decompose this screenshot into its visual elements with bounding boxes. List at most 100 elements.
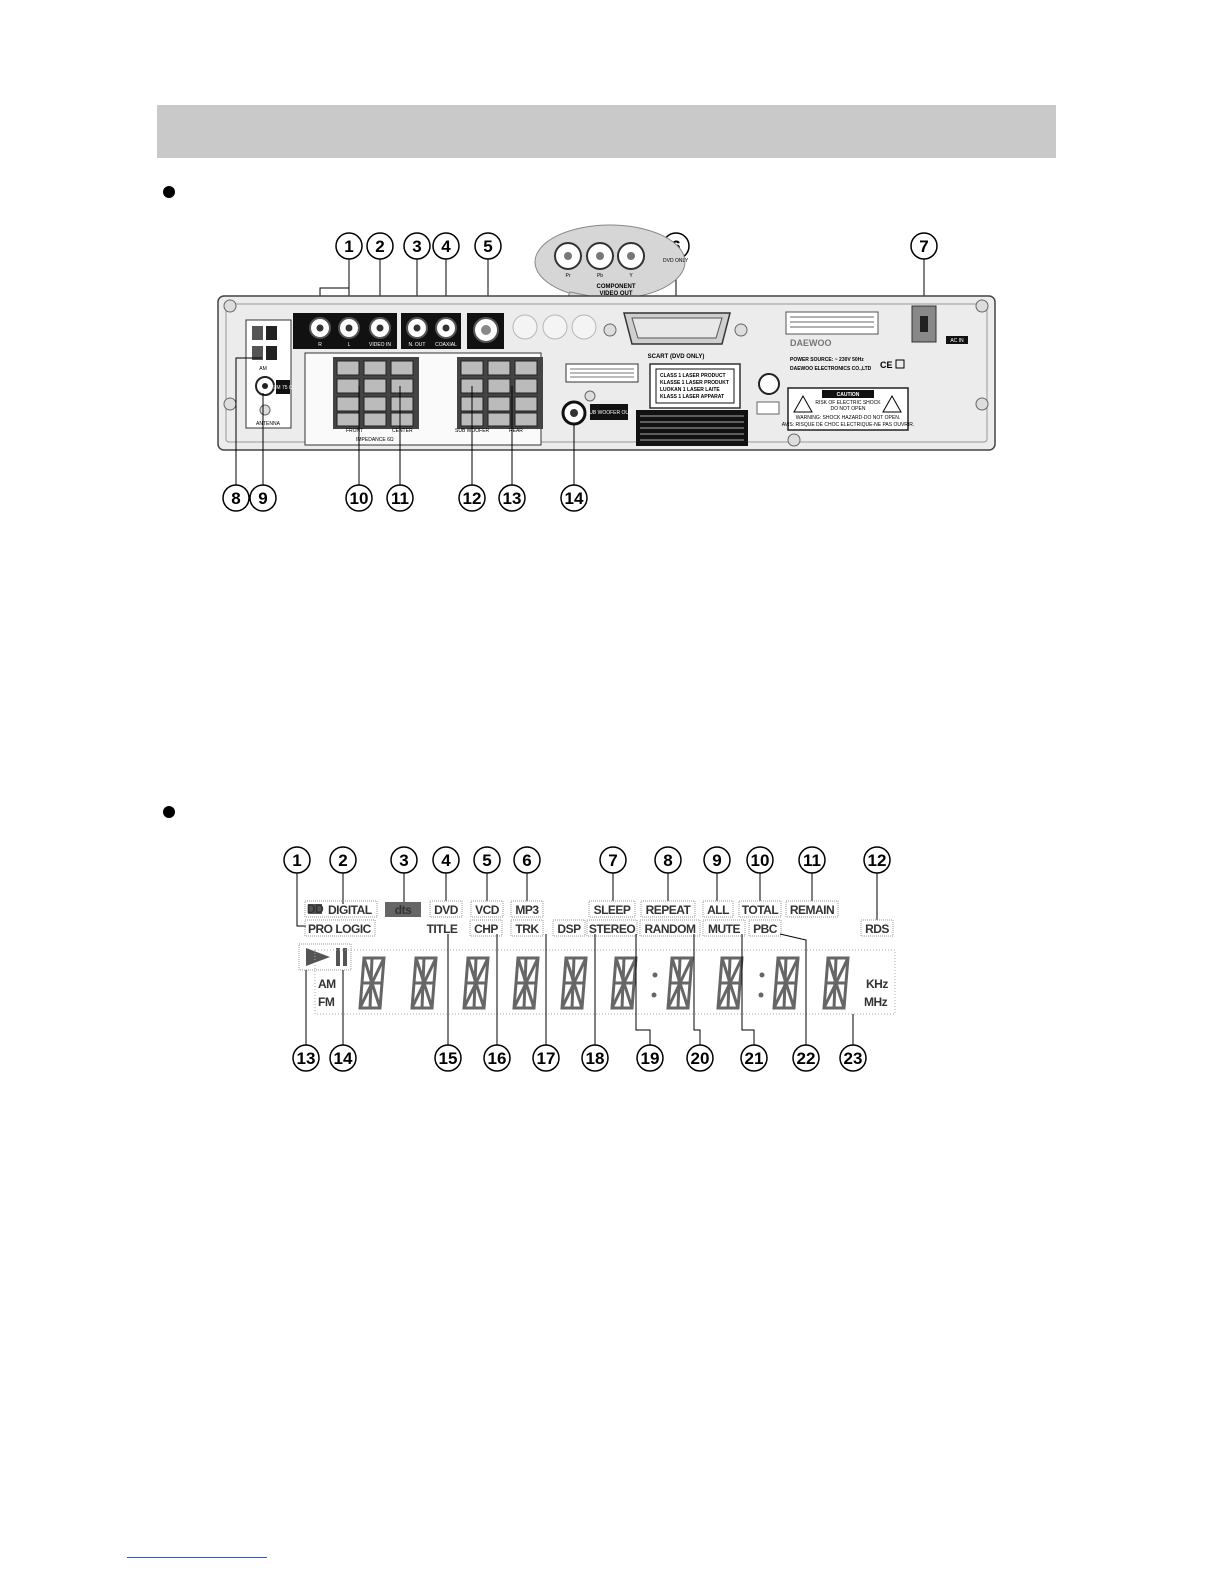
subwoofer-out-label: SUB WOOFER OUT (586, 410, 632, 416)
d-callout-1: 1 (292, 851, 301, 870)
digit-area-outline (314, 949, 896, 1015)
callout-14: 14 (565, 489, 584, 508)
indicator-chp: CHP (474, 922, 498, 936)
impedance-label: IMPEDANCE 6Ω (356, 437, 394, 443)
audio-l-label: L (348, 342, 351, 348)
rear-panel-diagram: 1 2 3 4 5 6 7 Pr Pb Y DVD ONLY COMPONENT… (217, 224, 996, 512)
indicator-trk: TRK (515, 922, 539, 936)
bullet-front-display (163, 806, 175, 818)
d-callout-23: 23 (844, 1049, 863, 1068)
indicator-digital: DIGITAL (328, 903, 372, 917)
rear-label: REAR (509, 428, 523, 434)
d-callout-7: 7 (608, 851, 617, 870)
digit-6 (610, 956, 638, 1010)
indicator-stereo: STEREO (589, 922, 636, 936)
digit-9 (772, 956, 800, 1010)
label-stickers: CLASS 1 LASER PRODUCT KLASSE 1 LASER PRO… (565, 363, 748, 446)
indicator-mute: MUTE (708, 922, 740, 936)
indicator-pro-logic: PRO LOGIC (308, 922, 372, 936)
speaker-terminal-block: FRONT CENTER IMPEDANCE 6Ω SUB WOOFER REA… (304, 352, 543, 446)
ac-power-inlet: AC IN (911, 305, 968, 344)
section-header-bar (157, 105, 1056, 158)
indicator-mp3: MP3 (515, 903, 539, 917)
audio-video-in-block: R L VIDEO IN (293, 313, 397, 349)
digit-7 (666, 956, 694, 1010)
laser-line-3: LUOKAN 1 LASER LAITE (660, 387, 720, 393)
warning-line-2: AVIS: RISQUE DE CHOC ELECTRIQUE-NE PAS O… (782, 422, 915, 428)
jack-y-label: Y (629, 273, 633, 279)
optical-out-label: N. OUT (409, 342, 426, 348)
segment-digits (358, 956, 850, 1010)
indicator-fm: FM (318, 995, 335, 1009)
audio-r-label: R (318, 342, 322, 348)
callout-8: 8 (231, 489, 240, 508)
jack-pr-label: Pr (566, 273, 571, 279)
rear-callouts-bottom: 8 9 10 11 12 13 14 (222, 484, 588, 512)
rating-label-area: DAEWOO POWER SOURCE: ~ 230V 50Hz DAEWOO … (756, 311, 915, 431)
indicator-total: TOTAL (742, 903, 779, 917)
indicator-row-2: PRO LOGIC TITLE CHP TRK DSP STEREO RANDO… (304, 919, 894, 937)
dolby-logo: DD (307, 902, 324, 916)
indicator-mhz: MHz (864, 995, 888, 1009)
callout-3: 3 (412, 237, 421, 256)
callout-1: 1 (344, 237, 353, 256)
d-callout-18: 18 (586, 1049, 605, 1068)
indicator-all: ALL (707, 903, 729, 917)
indicator-dts: dts (395, 903, 412, 917)
d-callout-22: 22 (797, 1049, 816, 1068)
indicator-title: TITLE (427, 922, 458, 936)
scart-label: SCART (DVD ONLY) (648, 354, 705, 360)
d-callout-3: 3 (399, 851, 408, 870)
callout-10: 10 (350, 489, 369, 508)
callout-11: 11 (391, 489, 409, 508)
indicator-repeat: REPEAT (646, 903, 692, 917)
power-source-label: POWER SOURCE: ~ 230V 50Hz (790, 357, 864, 363)
laser-line-2: KLASSE 1 LASER PRODUKT (660, 380, 729, 386)
bullet-rear-panel (163, 186, 175, 198)
digit-10 (822, 956, 850, 1010)
component-video-bubble: Pr Pb Y DVD ONLY COMPONENT VIDEO OUT (534, 224, 689, 318)
d-callout-21: 21 (745, 1049, 764, 1068)
maker-label: DAEWOO ELECTRONICS CO.,LTD (790, 366, 872, 372)
d-callout-5: 5 (482, 851, 491, 870)
d-callout-20: 20 (691, 1049, 710, 1068)
indicator-remain: REMAIN (790, 903, 834, 917)
d-callout-8: 8 (663, 851, 672, 870)
indicator-row-1: DD DIGITAL dts DVD VCD MP3 SLEEP REPEAT … (304, 900, 839, 918)
play-pause-indicator (298, 943, 352, 971)
indicator-pbc: PBC (753, 922, 778, 936)
pause-icon (336, 948, 340, 966)
play-icon (306, 948, 330, 966)
warning-line-1: WARNING: SHOCK HAZARD-DO NOT OPEN. (796, 415, 900, 421)
antenna-block: AM FM 75 Ω ANTENNA (245, 319, 293, 429)
digit-1 (358, 956, 386, 1010)
footer-rule (127, 1557, 267, 1558)
d-callout-16: 16 (488, 1049, 507, 1068)
indicator-rds: RDS (865, 922, 889, 936)
jack-pb-label: Pb (597, 273, 603, 279)
d-callout-13: 13 (297, 1049, 316, 1068)
ce-mark: CE (880, 360, 893, 370)
callout-4: 4 (441, 237, 451, 256)
indicator-dvd: DVD (434, 903, 459, 917)
center-label: CENTER (392, 428, 413, 434)
d-callout-9: 9 (712, 851, 721, 870)
video-in-label: VIDEO IN (369, 342, 391, 348)
antenna-label: ANTENNA (256, 421, 281, 427)
callout-7: 7 (919, 237, 928, 256)
am-terminal-label: AM (259, 366, 267, 372)
d-callout-11: 11 (803, 851, 821, 870)
indicator-khz: KHz (866, 977, 888, 991)
laser-line-4: KLASS 1 LASER APPARAT (660, 394, 724, 400)
d-callout-12: 12 (868, 851, 887, 870)
component-jacks-panel (512, 314, 597, 340)
d-callout-19: 19 (641, 1049, 660, 1068)
component-label: COMPONENT (597, 284, 636, 290)
caution-sub-1: RISK OF ELECTRIC SHOCK (815, 400, 881, 406)
front-display-diagram: 1 2 3 4 5 6 7 8 9 10 11 12 DD DIGITAL dt… (283, 846, 896, 1072)
callout-9: 9 (258, 489, 267, 508)
display-callouts-bottom: 13 14 15 16 17 18 19 20 21 22 23 (292, 1044, 867, 1072)
s-video-block (467, 313, 504, 349)
coaxial-label: COAXIAL (435, 342, 457, 348)
callout-5: 5 (483, 237, 492, 256)
